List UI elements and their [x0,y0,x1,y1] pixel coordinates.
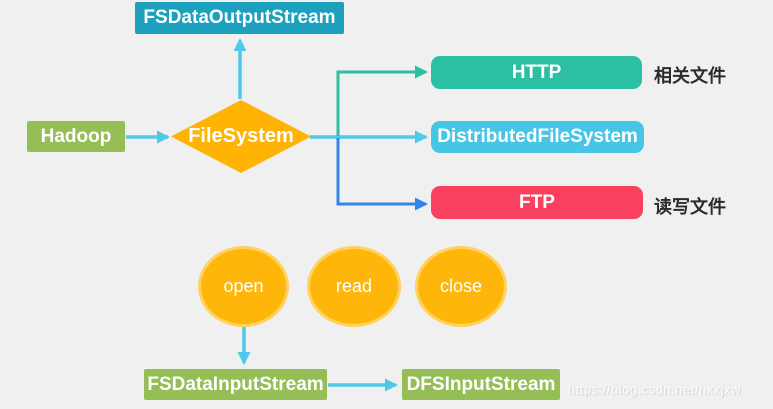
node-http: HTTP [431,56,642,89]
node-fsdatainputstream: FSDataInputStream [144,369,327,400]
node-close-ellipse: close [415,246,507,327]
edge-filesystem-to-http [336,65,428,136]
node-fsdataoutputstream: FSDataOutputStream [135,2,344,34]
node-open-ellipse: open [198,246,289,327]
node-dfsinputstream: DFSInputStream [402,369,560,400]
edge-filesystem-to-ftp [336,138,428,211]
csdn-watermark: https://blog.csdn.net/hxxjxw [568,382,741,397]
node-hadoop: Hadoop [27,121,125,152]
node-filesystem-diamond: FileSystem [171,100,311,173]
annotation-read-write-files: 读写文件 [654,197,726,217]
node-distributedfilesystem: DistributedFileSystem [431,121,644,153]
annotation-related-files: 相关文件 [654,66,726,86]
node-ftp: FTP [431,186,643,219]
node-read-ellipse: read [307,246,401,327]
